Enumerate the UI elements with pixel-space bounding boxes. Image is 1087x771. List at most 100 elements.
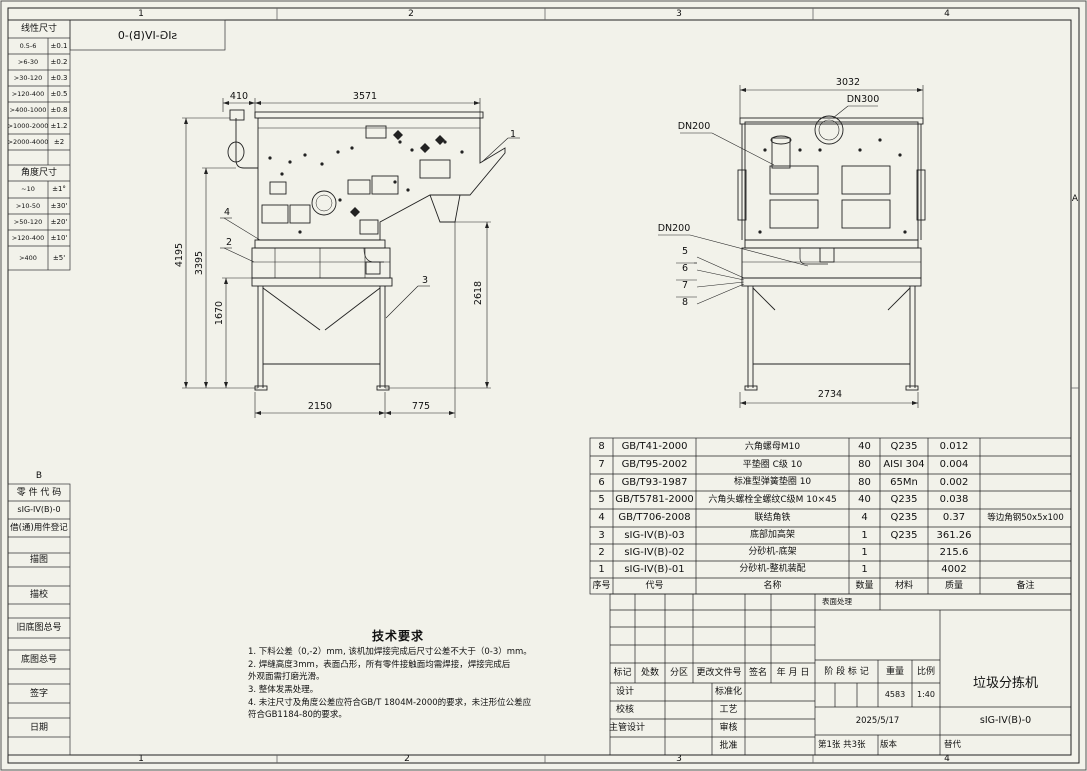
dim-3032: 3032 [835, 77, 861, 89]
bom-cell-code: sIG-IV(B)-01 [624, 563, 685, 575]
linear-tolerance: ±0.8 [50, 105, 68, 114]
bom-cell-no: 5 [598, 494, 605, 505]
bom-cell-code: GB/T41-2000 [621, 441, 688, 452]
part-code-label: 零 件 代 码 [16, 487, 62, 498]
bom-cell-name: 六角头螺栓全螺纹C级M 10×45 [708, 494, 837, 505]
tb-date-label: 年 月 日 [776, 668, 810, 678]
linear-range: >120-400 [11, 89, 45, 98]
balloon-2: 2 [225, 237, 233, 249]
tb-count-label: 处数 [640, 668, 659, 678]
bom-cell-no: 7 [598, 459, 605, 470]
bom-cell-mat: Q235 [890, 441, 918, 452]
bom-cell-mat [880, 561, 928, 578]
zone-top-1: 1 [138, 8, 144, 19]
tb-weight-value: 4583 [884, 690, 906, 699]
bom-cell-no: 6 [598, 476, 605, 488]
drawing-number: sIG-IV(B)-0 [979, 715, 1032, 727]
angle-tolerance: ±10' [50, 233, 68, 242]
linear-tolerance: ±0.2 [50, 57, 68, 66]
mirrored-drawing-number: sIG-IV(B)-0 [117, 28, 178, 42]
tb-check-label: 校核 [615, 704, 634, 715]
linear-tolerance-title: 线性尺寸 [20, 23, 57, 34]
bom-cell-note [980, 544, 1071, 561]
angle-range: >400 [19, 253, 37, 262]
label-dn200-bottom: DN200 [657, 223, 691, 235]
linear-range: >30-120 [13, 73, 43, 82]
bom-cell-no: 8 [598, 441, 605, 452]
linear-range: >1000-2000 [7, 121, 49, 130]
balloon-4: 4 [223, 207, 231, 219]
zone-top-3: 3 [676, 8, 682, 19]
bom-cell-no: 2 [598, 546, 605, 558]
tb-chief-label: 主管设计 [609, 722, 646, 733]
dim-3571: 3571 [352, 91, 378, 103]
tb-doc-label: 更改文件号 [696, 668, 742, 678]
tb-scale-value: 1:40 [917, 690, 935, 699]
zone-top-2: 2 [408, 8, 414, 19]
bom-header-qty: 数量 [855, 580, 874, 591]
angle-range: ~10 [21, 185, 35, 194]
linear-tolerance: ±1.2 [50, 121, 68, 130]
tech-requirements-title: 技术要求 [372, 629, 425, 643]
bom-cell-mass: 4002 [941, 563, 967, 575]
tracing-label: 描图 [29, 555, 48, 565]
bom-cell-mat: AISI 304 [883, 459, 925, 470]
bom-cell-name: 平垫圈 C级 10 [742, 459, 803, 470]
bom-cell-name: 六角螺母M10 [744, 441, 801, 452]
bom-cell-qty: 40 [858, 441, 871, 452]
tb-date-value: 2025/5/17 [855, 715, 900, 726]
bom-cell-qty: 40 [858, 494, 871, 505]
bom-cell-mass: 0.37 [942, 512, 966, 523]
bom-cell-mass: 361.26 [936, 529, 972, 541]
balloon-3: 3 [421, 275, 429, 287]
zone-left-b: B [35, 470, 43, 481]
trace-check-label: 描校 [29, 589, 48, 600]
angle-range: >50-120 [13, 217, 43, 226]
bom-cell-no: 4 [598, 512, 605, 523]
bom-cell-qty: 80 [858, 476, 871, 488]
balloon-1: 1 [509, 129, 517, 141]
bom-cell-code: GB/T706-2008 [618, 512, 691, 523]
bom-cell-note [980, 491, 1071, 509]
angle-tolerance: ±30' [50, 201, 68, 210]
tb-standard-label: 标准化 [714, 686, 742, 697]
tb-version-label: 版本 [880, 739, 898, 750]
bom-cell-mat [880, 544, 928, 561]
angle-range: >10-50 [15, 201, 41, 210]
bom-cell-qty: 80 [858, 459, 871, 470]
tb-replace-label: 替代 [944, 739, 962, 750]
linear-range: 0.5-6 [19, 41, 37, 50]
bom-cell-mat: Q235 [890, 494, 918, 505]
linear-range: >6-30 [17, 57, 39, 66]
bom-cell-qty: 1 [861, 546, 868, 558]
front-view [227, 109, 506, 391]
tech-item-3: 3. 整体发黑处理。 [248, 685, 319, 695]
bom-cell-note [980, 456, 1071, 474]
zone-bottom-3: 3 [676, 754, 682, 764]
linear-tolerance: ±0.1 [50, 41, 68, 50]
tech-item-1: 1. 下料公差（0,-2）mm, 该机加焊接完成后尺寸公差不大于（0-3）mm。 [248, 647, 532, 657]
surface-treatment-label: 表面处理 [822, 597, 852, 607]
angle-tolerance-title: 角度尺寸 [20, 167, 57, 178]
bom-cell-note [980, 561, 1071, 578]
linear-tolerance: ±0.5 [50, 89, 68, 98]
zone-right-a: A [1071, 193, 1079, 204]
tb-stage-label: 阶 段 标 记 [824, 666, 869, 677]
balloon-6: 6 [681, 263, 689, 275]
tech-item-4: 4. 未注尺寸及角度公差应符合GB/T 1804M-2000的要求，未注形位公差… [248, 698, 532, 708]
dim-775: 775 [411, 401, 431, 413]
bom-cell-code: sIG-IV(B)-03 [624, 529, 685, 541]
balloon-7: 7 [681, 280, 689, 292]
tb-approve-label: 批准 [719, 740, 738, 751]
bom-header-code: 代号 [645, 580, 664, 591]
angle-range: >120-400 [11, 233, 45, 242]
bom-cell-qty: 4 [861, 512, 868, 523]
tb-sign-label: 签名 [748, 668, 767, 678]
linear-range: >2000-4000 [7, 137, 49, 146]
tb-mark-label: 标记 [613, 668, 632, 678]
bom-cell-code: GB/T93-1987 [621, 476, 688, 488]
dim-410: 410 [229, 91, 249, 103]
zone-top-4: 4 [944, 8, 950, 19]
bom-header-mass: 质量 [944, 580, 963, 591]
